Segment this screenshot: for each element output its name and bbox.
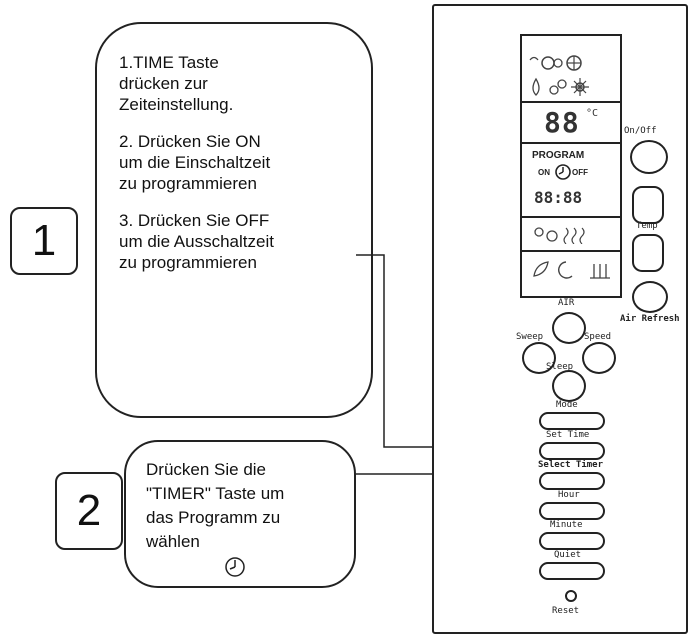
mode-label: Mode	[556, 400, 578, 410]
program-label: PROGRAM	[532, 150, 585, 161]
step-2-badge: 2	[55, 472, 123, 550]
instruction-bubble-2: Drücken Sie die "TIMER" Taste um das Pro…	[124, 440, 356, 588]
clock-digits: 88:88	[534, 188, 583, 207]
step-1-number: 1	[31, 216, 57, 265]
minute-label: Minute	[550, 520, 583, 530]
lcd-divider	[522, 101, 620, 103]
select-timer-label: Select Timer	[538, 460, 604, 470]
instruction-bubble-1: 1.TIME Taste drücken zur Zeiteinstellung…	[95, 22, 373, 418]
mode-icons-row2	[532, 77, 589, 96]
sleep-label: Sleep	[546, 362, 574, 372]
set-time-label: Set Time	[546, 430, 590, 440]
temp-down-button[interactable]	[632, 234, 664, 272]
speed-button[interactable]	[582, 342, 616, 374]
temp-label: Temp	[636, 221, 658, 231]
quiet-button[interactable]	[539, 562, 605, 580]
step-2-number: 2	[76, 486, 102, 535]
reset-label: Reset	[552, 606, 580, 616]
air-button[interactable]	[552, 312, 586, 344]
sweep-label: Sweep	[516, 332, 544, 342]
air-refresh-button[interactable]	[632, 281, 668, 313]
minute-button[interactable]	[539, 532, 605, 550]
air-label: AIR	[558, 298, 575, 308]
hour-label: Hour	[558, 490, 580, 500]
on-off-label: On/Off	[624, 126, 657, 136]
instruction-step-2: 2. Drücken Sie ON um die Einschaltzeit z…	[119, 132, 271, 193]
on-label: ON	[538, 168, 550, 177]
instruction-step-1: 1.TIME Taste drücken zur Zeiteinstellung…	[119, 53, 234, 114]
mode-button[interactable]	[539, 412, 605, 430]
temp-unit: °C	[586, 108, 599, 119]
quiet-label: Quiet	[554, 550, 582, 560]
step-1-badge: 1	[10, 207, 78, 275]
speed-label: Speed	[584, 332, 612, 342]
select-timer-button[interactable]	[539, 472, 605, 490]
function-icons	[533, 261, 610, 279]
timer-clock-icon	[555, 164, 571, 180]
set-time-button[interactable]	[539, 442, 605, 460]
temp-digits: 88	[544, 106, 580, 139]
lcd-divider	[522, 142, 620, 144]
on-off-button[interactable]	[630, 140, 668, 174]
air-refresh-label: Air Refresh	[620, 314, 680, 324]
mode-icons-row1	[529, 55, 582, 71]
reset-button[interactable]	[565, 590, 577, 602]
sweep-button[interactable]	[522, 342, 556, 374]
lcd-display: 88 °C PROGRAM ON OFF 88:88	[520, 34, 622, 298]
temp-up-button[interactable]	[632, 186, 664, 224]
fan-speed-icons	[534, 227, 585, 244]
clock-icon	[225, 557, 245, 577]
off-label: OFF	[572, 168, 588, 177]
hour-button[interactable]	[539, 502, 605, 520]
timer-instruction-text: Drücken Sie die "TIMER" Taste um das Pro…	[146, 460, 285, 551]
lcd-divider	[522, 250, 620, 252]
sleep-button[interactable]	[552, 370, 586, 402]
lcd-divider	[522, 216, 620, 218]
remote-control: 88 °C PROGRAM ON OFF 88:88 On/Off Temp A…	[432, 4, 688, 634]
instruction-step-3: 3. Drücken Sie OFF um die Ausschaltzeit …	[119, 211, 274, 272]
